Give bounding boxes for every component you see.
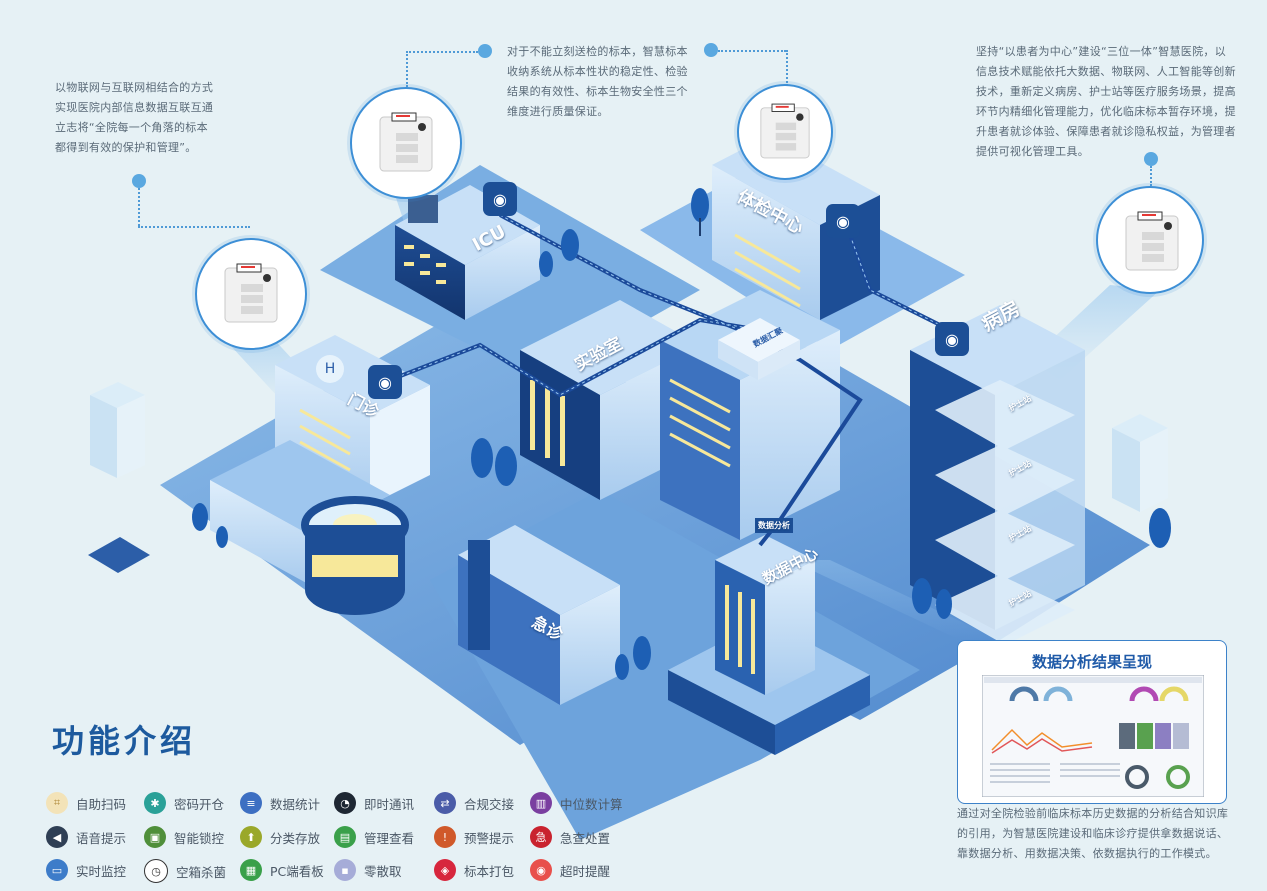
feature-item: ≡ 数据统计 [240,792,320,814]
note-quality: 对于不能立刻送检的标本，智慧标本收纳系统从标本性状的稳定性、检验结果的有效性、标… [507,45,688,118]
feature-label: 语音提示 [76,830,127,846]
feature-label: 自助扫码 [76,796,127,812]
speaker-icon: ◀ [46,826,68,848]
left-prism [90,382,145,478]
connector-line [138,188,140,226]
feature-item: ◉ 超时提醒 [530,859,610,881]
feature-item: ▦ PC端看板 [240,859,324,881]
alarm-icon: ◉ [530,859,552,881]
panel-title: 数据分析结果呈现 [1031,653,1152,671]
connector-line [1150,166,1152,186]
wifi-icon: ◉ [368,365,402,399]
small-tile [88,537,150,573]
connector-dot [478,44,492,58]
data-analysis-panel: 数据分析结果呈现 [957,640,1227,804]
wifi-icon: ◉ [483,182,517,216]
cabinet-bubble-checkup [737,84,833,180]
helipad-icon: H [316,355,344,383]
right-prism [1112,414,1168,512]
note-iot: 以物联网与互联网相结合的方式实现医院内部信息数据互联互通立志将“全院每一个角落的… [55,81,214,154]
feature-label: PC端看板 [270,863,324,879]
feature-item: ✱ 密码开仓 [144,792,224,814]
feature-label: 分类存放 [270,830,321,846]
dashboard-thumbnail [982,675,1204,797]
connector-line [786,50,788,86]
package-icon: ◈ [434,859,456,881]
feature-label: 管理查看 [364,830,415,846]
specimen-cabinet-icon [760,103,810,159]
feature-item: ▭ 实时监控 [46,859,126,881]
note-smart-hospital: 坚持“以患者为中心”建设“三位一体”智慧医院，以信息技术赋能依托大数据、物联网、… [976,45,1236,158]
monitor-icon: ▭ [46,859,68,881]
ward-building [910,305,1085,645]
stats-icon: ≡ [240,792,262,814]
feature-label: 中位数计算 [560,796,623,812]
feature-label: 数据统计 [270,796,321,812]
connector-dot [1144,152,1158,166]
connector-line [718,50,786,52]
feature-item: ▪ 零散取 [334,859,402,881]
feature-label: 零散取 [364,863,402,879]
specimen-cabinet-icon [379,112,433,172]
feature-item: ◀ 语音提示 [46,826,126,848]
wifi-icon: ◉ [826,204,860,238]
feature-item: ▤ 管理查看 [334,826,414,848]
feature-item: ⬆ 分类存放 [240,826,320,848]
features-title: 功能介绍 [52,722,197,760]
feature-item: 急急查处置 [530,826,610,848]
book-icon: ▤ [334,826,356,848]
feature-label: 空箱杀菌 [176,864,227,880]
feature-label: 密码开仓 [174,796,225,812]
lock-icon: ▣ [144,826,166,848]
feature-item: ! 预警提示 [434,826,514,848]
cabinet-bubble-outpatient [195,238,307,350]
cabinet-bubble-icu [350,87,462,199]
feature-label: 智能锁控 [174,830,225,846]
warning-icon: ! [434,826,456,848]
feature-label: 实时监控 [76,863,127,879]
outpatient-building [210,335,430,615]
data-analysis-label: 数据分析 [755,518,793,533]
emergency-building [458,525,620,705]
urgent-icon: 急 [530,826,552,848]
connector-dot [704,43,718,57]
feature-label: 标本打包 [464,863,515,879]
feature-label: 预警提示 [464,830,515,846]
cabinet-bubble-ward [1096,186,1204,294]
feature-item: ◷ 空箱杀菌 [144,859,226,883]
datacenter-building [668,535,870,755]
chat-icon: ◔ [334,792,356,814]
wifi-icon: ◉ [935,322,969,356]
specimen-cabinet-icon [1125,211,1179,271]
specimen-cabinet-icon [224,263,278,323]
note-data-analysis: 通过对全院检验前临床标本历史数据的分析结合知识库的引用，为智慧医院建设和临床诊疗… [957,807,1229,860]
timer-icon: ◷ [144,859,168,883]
feature-label: 即时通讯 [364,796,415,812]
feature-label: 超时提醒 [560,863,611,879]
connector-line [406,51,408,87]
connector-dot [132,174,146,188]
handover-icon: ⇄ [434,792,456,814]
feature-item: ◔ 即时通讯 [334,792,414,814]
connector-line [406,51,478,53]
median-icon: ▥ [530,792,552,814]
feature-label: 急查处置 [560,830,611,846]
pc-icon: ▦ [240,859,262,881]
data-hub [718,318,800,380]
connector-line [138,226,250,228]
scan-icon: ⌗ [46,792,68,814]
storage-icon: ⬆ [240,826,262,848]
feature-item: ⌗ 自助扫码 [46,792,126,814]
feature-item: ◈ 标本打包 [434,859,514,881]
feature-label: 合规交接 [464,796,515,812]
password-icon: ✱ [144,792,166,814]
feature-item: ▥ 中位数计算 [530,792,623,814]
cart-icon: ▪ [334,859,356,881]
feature-item: ▣ 智能锁控 [144,826,224,848]
feature-item: ⇄ 合规交接 [434,792,514,814]
trees [192,188,1171,680]
